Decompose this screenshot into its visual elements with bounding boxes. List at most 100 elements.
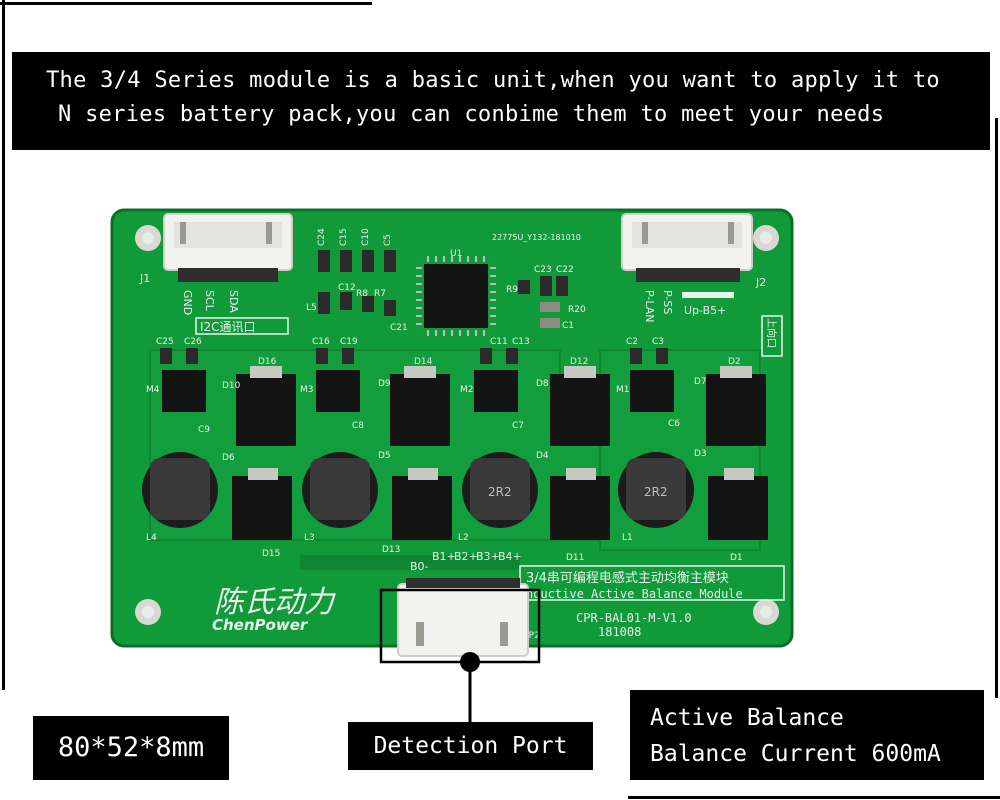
cap-ref: C26: [184, 337, 202, 347]
diode-ref: D12: [570, 357, 588, 367]
ref-c6: C6: [668, 419, 680, 429]
ref-r8: R8: [356, 289, 368, 299]
part-number: CPR-BAL01-M-V1.0: [576, 611, 692, 625]
inductor-l1: [618, 452, 694, 528]
detection-port-label: Detection Port: [348, 722, 593, 770]
mosfet-ref: M3: [300, 385, 314, 395]
inductor-ref: L3: [304, 533, 315, 543]
mosfet-m1: [630, 370, 674, 412]
cap-ref: C5: [383, 234, 393, 246]
inductor-code: 2R2: [488, 485, 512, 499]
frame-line-left: [2, 0, 5, 690]
dimensions-label: 80*52*8mm: [33, 716, 229, 780]
ref-c1: C1: [562, 321, 574, 331]
bal-pin-b2: B2+: [454, 550, 478, 563]
brand-cn: 陈氏动力: [214, 585, 336, 620]
bal-pin-b4: B4+: [498, 550, 522, 563]
j1-ref: J1: [139, 272, 150, 285]
jp2-ref: JP2: [525, 631, 540, 641]
diode-ref: D15: [262, 549, 280, 559]
ref-c12: C12: [338, 283, 356, 293]
cap-ref: C16: [312, 337, 330, 347]
callout-dot: [460, 652, 480, 672]
top-capacitor-array: [318, 250, 396, 316]
connector-j1: [163, 213, 293, 282]
diode-ref: D11: [566, 553, 584, 563]
mounting-hole-tr: [753, 225, 779, 251]
inductor-ref: L4: [146, 533, 157, 543]
j2-pin-plan: P-LAN: [643, 290, 656, 323]
u1-ref: U1: [450, 249, 462, 259]
banner-line-2: N series battery pack,you can conbime th…: [58, 102, 885, 127]
j1-pin-sda: SDA: [227, 290, 240, 313]
connector-jp2: [397, 578, 529, 657]
inductor-l4: [142, 452, 218, 528]
mosfet-m4: [162, 370, 206, 412]
cap-ref: C23: [534, 265, 552, 275]
diode-d11: [550, 468, 610, 540]
spec-label: Active Balance Balance Current 600mA: [630, 690, 984, 780]
inductor-code: 2R2: [644, 485, 668, 499]
cap-ref: C10: [361, 228, 371, 246]
j1-pin-scl: SCL: [203, 290, 216, 312]
cap-ref: C15: [339, 228, 349, 246]
inductor-ref: L2: [458, 533, 469, 543]
cap-ref: C22: [556, 265, 574, 275]
mcu-u1: [416, 256, 496, 336]
i2c-port-label: I2C通讯口: [200, 320, 256, 334]
mosfet-ref: M2: [460, 385, 474, 395]
j2-ref: J2: [755, 276, 766, 289]
module-title-cn: 3/4串可编程电感式主动均衡主模块: [526, 570, 729, 586]
j1-pin-gnd: GND: [181, 290, 194, 315]
frame-line-bottom: [628, 796, 1000, 799]
ref-c9: C9: [198, 425, 210, 435]
inductor-ref: L1: [622, 533, 633, 543]
description-banner: The 3/4 Series module is a basic unit,wh…: [12, 52, 990, 150]
ref-c21: C21: [390, 323, 408, 333]
frame-line-right: [995, 118, 998, 698]
ref-d8: D8: [536, 379, 549, 389]
diode-d1: [708, 468, 768, 540]
bal-pin-b1: B1+: [432, 550, 456, 563]
banner-line-1: The 3/4 Series module is a basic unit,wh…: [46, 68, 940, 93]
ref-d9: D9: [378, 379, 391, 389]
diode-d2: [706, 366, 766, 446]
spec-line-1: Active Balance: [650, 705, 844, 731]
mounting-hole-bl: [135, 599, 161, 625]
diode-ref: D1: [730, 553, 743, 563]
ref-l5: L5: [306, 303, 317, 313]
mosfet-m2: [474, 370, 518, 412]
right-top-smd-parts: [518, 276, 568, 328]
inductor-l3: [302, 452, 378, 528]
bal-pin-b3: B3+: [476, 550, 500, 563]
mosfet-m3: [316, 370, 360, 412]
frame-line-top: [0, 2, 372, 5]
inductor-l2: [462, 452, 538, 528]
serial-number: 22775U_Y132-181010: [492, 233, 581, 242]
ref-c7: C7: [512, 421, 524, 431]
cap-ref: C3: [652, 337, 664, 347]
bal-pin-b0: B0-: [410, 560, 429, 573]
cap-ref: C11: [490, 337, 508, 347]
ref-d6: D6: [222, 453, 235, 463]
ref-r7: R7: [374, 289, 386, 299]
ref-c8: C8: [352, 421, 364, 431]
up-port-label: 上向口: [765, 318, 778, 348]
diode-d14: [390, 366, 450, 446]
diode-d13: [392, 468, 452, 540]
ref-r20: R20: [568, 305, 586, 315]
mosfet-ref: M4: [146, 385, 160, 395]
cap-ref: C2: [626, 337, 638, 347]
mounting-hole-tl: [135, 225, 161, 251]
ref-d10: D10: [222, 381, 241, 391]
j2-pin-pss: P-SS: [661, 290, 674, 314]
cap-ref: C25: [156, 337, 174, 347]
ref-d4: D4: [536, 451, 549, 461]
diode-d16: [236, 366, 296, 446]
diode-d15: [232, 468, 292, 540]
mosfet-ref: M1: [616, 385, 630, 395]
ref-d7: D7: [694, 377, 707, 387]
ref-r9: R9: [506, 285, 518, 295]
diode-ref: D16: [258, 357, 277, 367]
